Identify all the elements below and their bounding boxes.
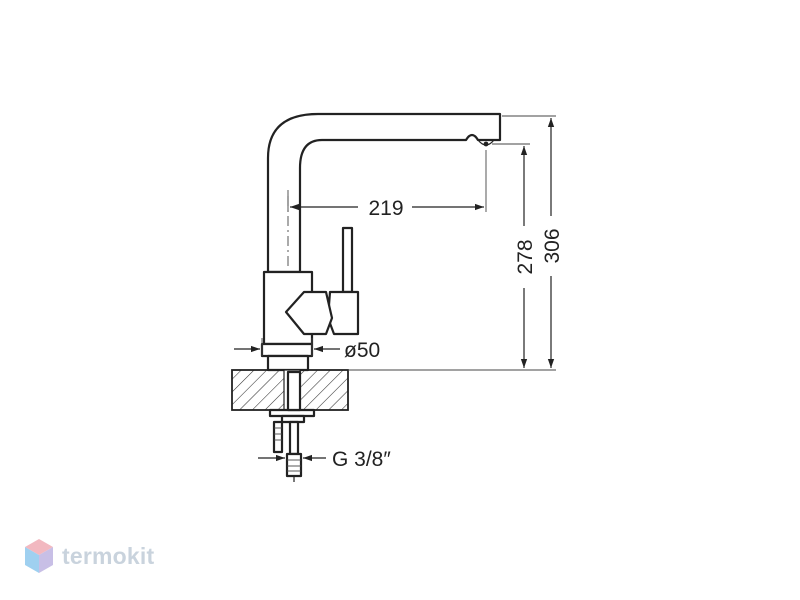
- dimension-spout-reach: 219: [287, 150, 487, 220]
- termokit-logo-icon: [25, 539, 53, 573]
- dimension-label-thread: G 3/8″: [332, 448, 391, 471]
- dimension-outlet-height: 278: [514, 146, 537, 368]
- dimension-label-278: 278: [514, 239, 537, 274]
- dimension-connection-thread: G 3/8″: [258, 448, 391, 471]
- brand-watermark: termokit: [24, 536, 154, 576]
- cartridge-housing: [284, 290, 334, 336]
- hose-fitting: [285, 452, 303, 478]
- brand-name: termokit: [62, 542, 155, 569]
- spout: [266, 112, 502, 274]
- dimension-label-306: 306: [541, 228, 564, 263]
- faucet-outline: [260, 112, 502, 372]
- base-ring: [260, 342, 314, 358]
- dimension-base-diameter: ø50: [234, 338, 380, 362]
- outlet-point: [483, 141, 489, 147]
- mounting-hardware: [268, 370, 316, 482]
- base-foot: [266, 354, 310, 372]
- lever-head: [326, 290, 360, 336]
- dimension-label-diameter: ø50: [344, 339, 380, 362]
- dimension-label-219: 219: [368, 197, 403, 220]
- lever-rod: [341, 226, 354, 294]
- dimension-total-height: 306: [541, 118, 564, 368]
